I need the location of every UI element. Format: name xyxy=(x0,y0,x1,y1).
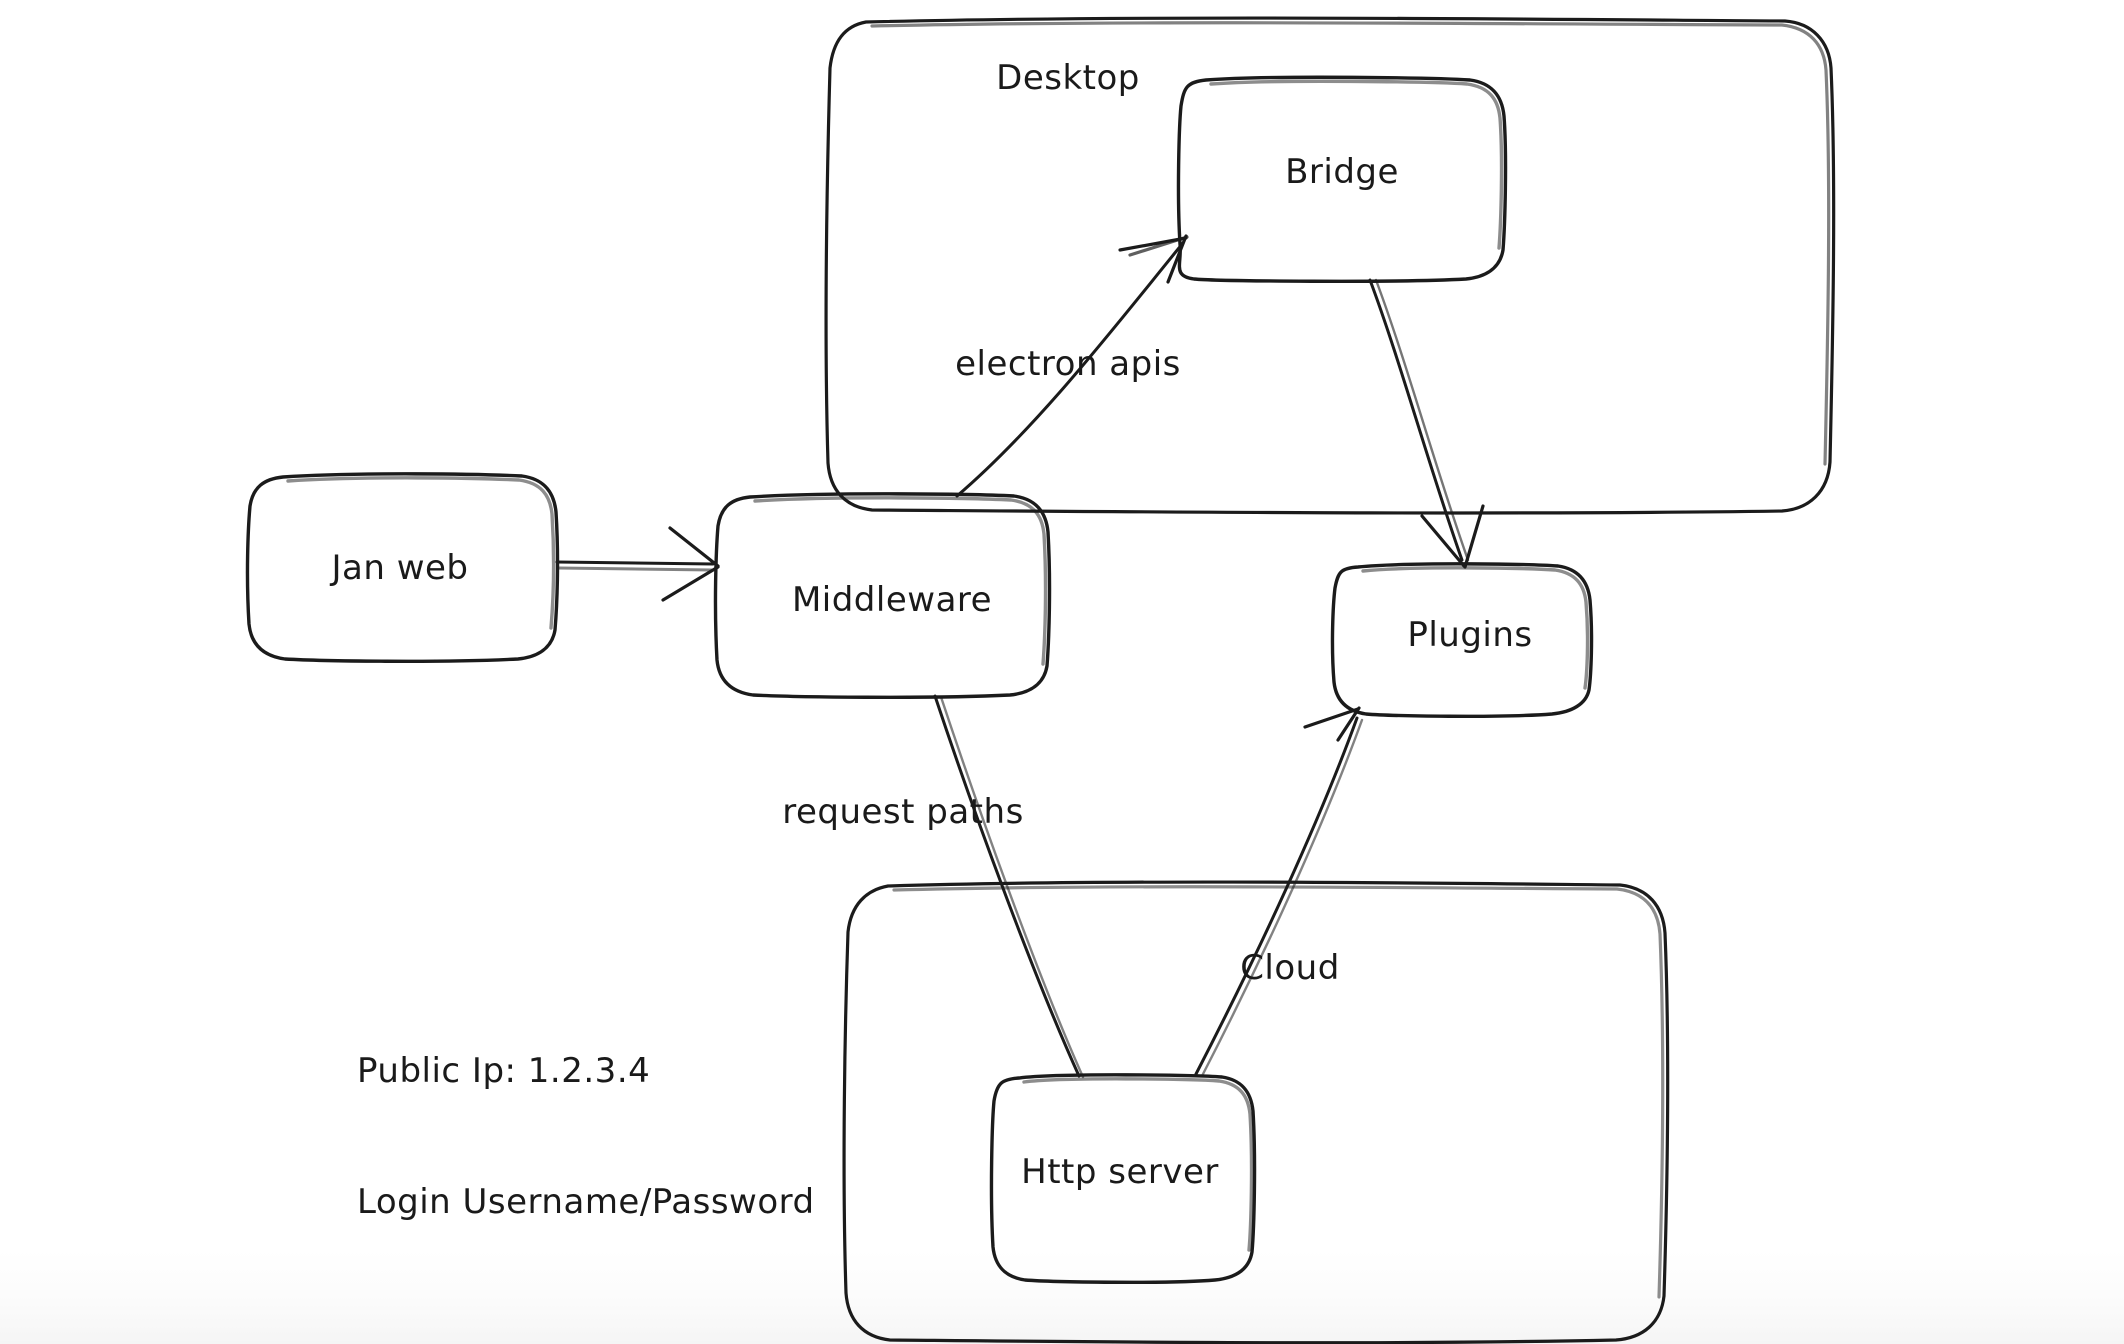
edge-label-request-paths: request paths xyxy=(782,792,1024,832)
node-middleware-outline xyxy=(713,492,1052,700)
group-label-cloud: Cloud xyxy=(1240,948,1340,988)
node-label-bridge[interactable]: Bridge xyxy=(1285,152,1399,192)
group-desktop-outline xyxy=(824,16,1836,515)
node-label-jan-web[interactable]: Jan web xyxy=(331,548,469,588)
note-credentials-line-login: Login Username/Password xyxy=(357,1181,815,1222)
edge-middleware-httpserver xyxy=(933,694,1085,1079)
edge-bridge-plugins xyxy=(1368,278,1485,569)
group-cloud-outline xyxy=(842,880,1670,1344)
node-bridge-outline xyxy=(1176,75,1508,284)
node-label-plugins[interactable]: Plugins xyxy=(1407,615,1533,655)
edge-label-electron-apis: electron apis xyxy=(955,344,1181,384)
node-http-server-outline xyxy=(989,1073,1257,1285)
group-label-desktop: Desktop xyxy=(996,58,1140,98)
node-label-middleware[interactable]: Middleware xyxy=(791,580,993,620)
edge-janweb-middleware xyxy=(555,526,720,602)
edge-httpserver-plugins xyxy=(1194,706,1364,1078)
node-plugins-outline xyxy=(1330,562,1594,719)
edge-middleware-bridge xyxy=(955,234,1189,498)
note-credentials: Public Ip: 1.2.3.4 Login Username/Passwo… xyxy=(357,963,815,1311)
node-label-http-server[interactable]: Http server xyxy=(1021,1152,1219,1192)
note-credentials-line-public-ip: Public Ip: 1.2.3.4 xyxy=(357,1051,651,1092)
node-jan-web-outline xyxy=(245,472,560,664)
